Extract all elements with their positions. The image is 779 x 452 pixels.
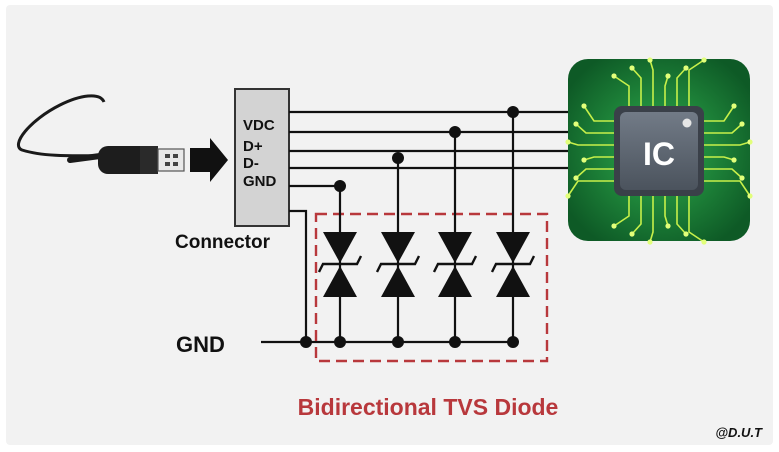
tvs-group-outline [314, 212, 549, 363]
bidirectional-tvs-diode-icon [490, 106, 536, 348]
connector-box [234, 88, 290, 227]
connector-pin-dplus: D+ [243, 138, 263, 155]
connector-pin-gnd: GND [243, 173, 277, 190]
junction-dots [300, 336, 312, 348]
tvs-label: Bidirectional TVS Diode [298, 394, 559, 420]
connector-label: Connector [175, 232, 271, 253]
gnd-label: GND [176, 332, 225, 357]
right-arrow-icon [190, 138, 228, 182]
bidirectional-tvs-diode-icon [317, 180, 363, 348]
ic-chip-icon: IC [565, 57, 753, 245]
connector-pin-dminus: D- [243, 155, 259, 172]
bidirectional-tvs-diode-icon [432, 126, 478, 348]
ic-label: IC [643, 136, 675, 172]
connector-ground-wire [289, 209, 308, 342]
signal-lines [289, 110, 578, 188]
bidirectional-tvs-diode-icon [375, 152, 421, 348]
credit-label: @D.U.T [715, 425, 763, 440]
connector-pin-vdc: VDC [243, 117, 275, 134]
usb-cable-icon [17, 94, 185, 174]
